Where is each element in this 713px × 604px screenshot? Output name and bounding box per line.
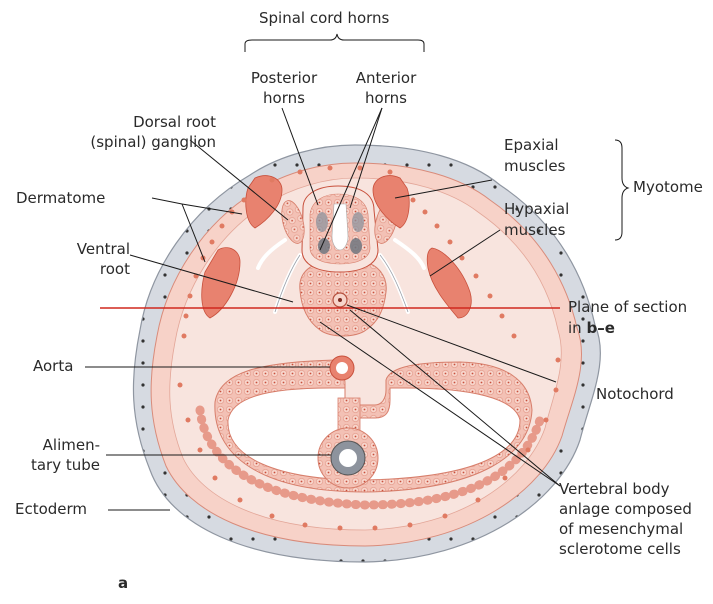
label-ventral-root-line2: root xyxy=(20,260,130,279)
aorta-lumen xyxy=(336,362,348,374)
label-vertebral-line1: Vertebral body xyxy=(559,480,670,499)
label-vertebral-line4: sclerotome cells xyxy=(559,540,681,559)
posterior-horn-left xyxy=(316,212,328,232)
label-dorsal-root-line1: Dorsal root xyxy=(40,113,216,132)
label-dorsal-root-line2: (spinal) ganglion xyxy=(40,133,216,152)
label-ventral-root-line1: Ventral xyxy=(20,240,130,259)
label-alimentary-line1: Alimen- xyxy=(20,436,100,455)
label-posterior-horns-line1: Posterior xyxy=(244,69,324,88)
label-plane-line2: in b–e xyxy=(568,319,615,338)
anterior-horn-right xyxy=(350,238,362,254)
label-plane-bold: b–e xyxy=(586,319,614,337)
label-myotome: Myotome xyxy=(633,178,703,197)
label-anterior-horns-line1: Anterior xyxy=(347,69,425,88)
label-plane-prefix: in xyxy=(568,319,586,337)
label-notochord: Notochord xyxy=(596,385,674,404)
notochord-core xyxy=(338,298,342,302)
posterior-horn-right xyxy=(352,212,364,232)
label-vertebral-line2: anlage composed xyxy=(559,500,692,519)
alimentary-tube-lumen xyxy=(339,449,357,467)
label-hypaxial-line1: Hypaxial xyxy=(504,200,569,219)
label-epaxial-line1: Epaxial xyxy=(504,136,559,155)
label-dermatome: Dermatome xyxy=(16,189,105,208)
myotome-bracket xyxy=(615,140,628,240)
label-anterior-horns-line2: horns xyxy=(347,89,425,108)
label-posterior-horns-line2: horns xyxy=(244,89,324,108)
label-alimentary-line2: tary tube xyxy=(20,456,100,475)
label-plane-line1: Plane of section xyxy=(568,298,687,317)
label-vertebral-line3: of mesenchymal xyxy=(559,520,683,539)
spinal-cord-horns-bracket xyxy=(245,34,424,52)
label-hypaxial-line2: muscles xyxy=(504,221,565,240)
label-aorta: Aorta xyxy=(33,357,73,376)
label-ectoderm: Ectoderm xyxy=(15,500,87,519)
central-canal xyxy=(332,204,348,250)
label-epaxial-line2: muscles xyxy=(504,157,565,176)
panel-label: a xyxy=(118,574,128,593)
label-spinal-cord-horns: Spinal cord horns xyxy=(259,9,389,28)
